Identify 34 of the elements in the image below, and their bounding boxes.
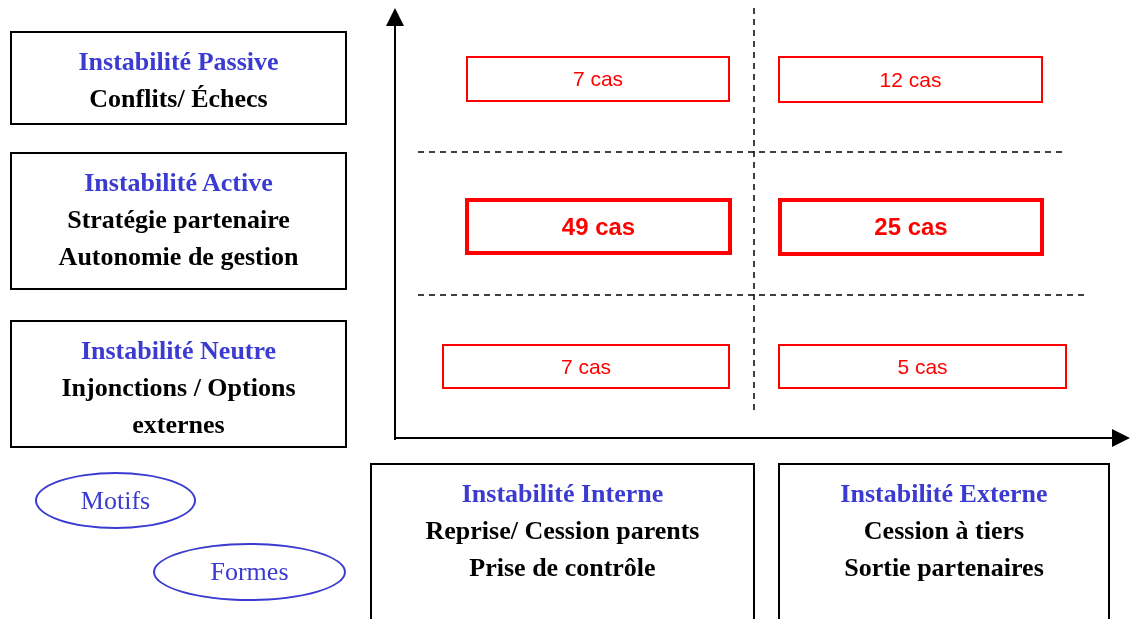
body-text: Prise de contrôle	[469, 552, 656, 584]
case-count-text: 12 cas	[879, 67, 942, 92]
heading-text: Instabilité Interne	[461, 478, 664, 510]
body-text: Injonctions / Options externes	[60, 372, 297, 441]
ellipse-label: Formes	[210, 557, 289, 587]
heading-text: Instabilité Externe	[840, 478, 1048, 510]
case-count-text: 25 cas	[874, 213, 948, 241]
heading-text: Instabilité Passive	[78, 46, 279, 78]
case-count-text: 7 cas	[560, 354, 612, 379]
body-text: Autonomie de gestion	[58, 241, 299, 273]
category-box	[370, 463, 755, 619]
category-box	[778, 463, 1110, 619]
case-count-box	[778, 198, 1044, 256]
category-ellipse	[153, 543, 346, 601]
case-count-box	[778, 56, 1043, 103]
case-count-box	[465, 198, 732, 255]
body-text: Sortie partenaires	[844, 552, 1044, 584]
case-count-text: 5 cas	[897, 354, 948, 379]
body-text: Stratégie partenaire	[67, 204, 290, 236]
category-ellipse	[35, 472, 196, 529]
case-count-text: 49 cas	[561, 212, 636, 241]
case-count-box	[442, 344, 730, 389]
body-text: Cession à tiers	[863, 515, 1025, 547]
case-count-box	[466, 56, 730, 102]
heading-text: Instabilité Active	[84, 167, 273, 199]
category-box	[10, 152, 347, 290]
body-text: Conflits/ Échecs	[89, 83, 268, 115]
case-count-box	[778, 344, 1067, 389]
category-box	[10, 31, 347, 125]
body-text: Reprise/ Cession parents	[425, 515, 700, 547]
case-count-text: 7 cas	[572, 67, 624, 91]
heading-text: Instabilité Neutre	[80, 335, 277, 367]
category-box	[10, 320, 347, 448]
ellipse-label: Motifs	[80, 485, 151, 516]
